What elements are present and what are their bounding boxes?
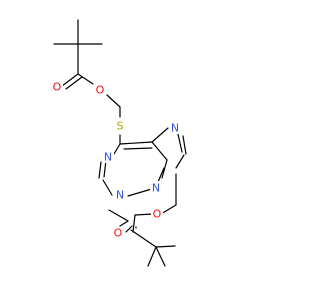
atom-label: O bbox=[96, 84, 105, 97]
bond bbox=[155, 246, 166, 267]
atom-label: N bbox=[104, 151, 112, 164]
atom-label: O bbox=[53, 81, 62, 94]
atom-s: S bbox=[114, 119, 126, 133]
bond bbox=[160, 204, 177, 215]
bond bbox=[132, 214, 136, 233]
bond bbox=[130, 229, 157, 248]
atom-n-ring-nine: N bbox=[150, 181, 162, 195]
bond bbox=[119, 141, 153, 145]
bonds bbox=[53, 19, 187, 267]
atom-n-ring-bottom: N bbox=[114, 188, 126, 202]
bond bbox=[157, 167, 165, 183]
bond bbox=[65, 76, 83, 90]
background bbox=[0, 0, 300, 300]
atom-o-ester-bottom: O bbox=[151, 208, 163, 221]
bond bbox=[77, 73, 94, 85]
bond bbox=[61, 73, 79, 87]
bond bbox=[113, 143, 121, 155]
bond bbox=[123, 147, 153, 150]
atom-labels: O O S N N N N O bbox=[51, 80, 181, 240]
atom-label: N bbox=[116, 189, 124, 202]
atom-o-carbonyl-top: O bbox=[51, 80, 63, 94]
bond bbox=[102, 179, 113, 196]
atom-label: N bbox=[152, 182, 160, 195]
atom-label: S bbox=[117, 120, 124, 133]
bond bbox=[175, 154, 185, 169]
bond bbox=[161, 159, 168, 179]
molecule-structure: O O S N N N N O bbox=[0, 0, 300, 300]
atom-n-ring-top-right: N bbox=[169, 121, 181, 135]
atom-label: O bbox=[153, 208, 162, 221]
atom-o-carbonyl-bottom: O bbox=[112, 227, 124, 240]
bond bbox=[119, 220, 129, 227]
atom-label: O bbox=[114, 227, 123, 240]
atom-n-ring-left: N bbox=[102, 150, 114, 164]
bond bbox=[182, 135, 187, 155]
bond bbox=[108, 209, 129, 222]
bond bbox=[151, 127, 169, 143]
bond bbox=[151, 141, 168, 161]
bond bbox=[125, 225, 133, 233]
atom-o-ester-top: O bbox=[94, 84, 106, 97]
bond bbox=[177, 133, 183, 153]
bond bbox=[147, 246, 157, 267]
bond bbox=[106, 94, 121, 108]
bond bbox=[98, 161, 102, 179]
bond bbox=[155, 245, 176, 248]
atom-label: N bbox=[171, 122, 179, 135]
bond bbox=[134, 213, 154, 216]
